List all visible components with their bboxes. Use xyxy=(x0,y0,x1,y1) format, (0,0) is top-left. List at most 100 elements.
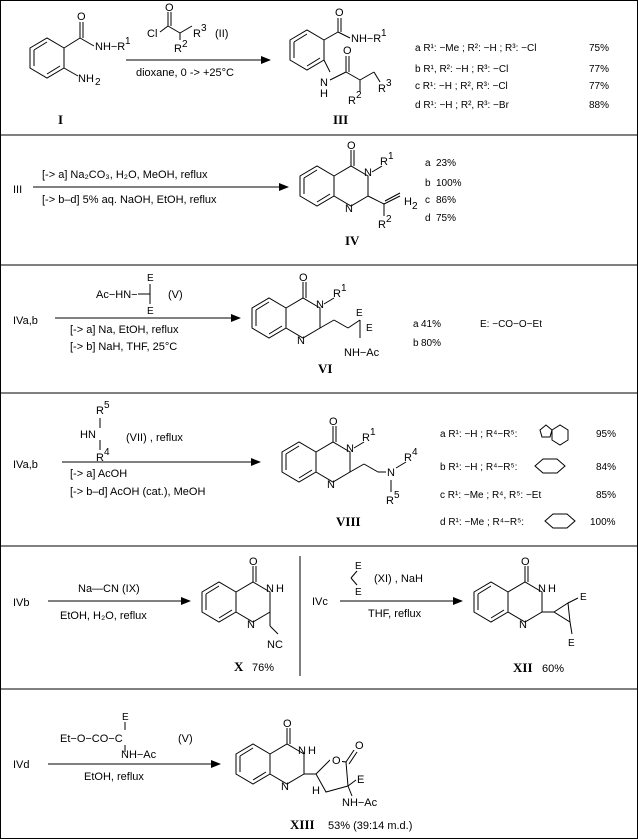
svg-text:H: H xyxy=(312,785,320,797)
conditions-4b: [-> b–d] AcOH (cat.), MeOH xyxy=(70,486,205,498)
yield-value: 23% xyxy=(436,158,456,169)
svg-text:N: N xyxy=(346,443,354,455)
svg-text:N: N xyxy=(281,781,289,793)
conditions-6: THF, reflux xyxy=(368,608,422,620)
svg-text:2: 2 xyxy=(356,90,362,101)
reagent-label-V-2: (V) xyxy=(178,733,193,745)
svg-text:R: R xyxy=(193,28,201,40)
start-IVd: IVd xyxy=(13,759,30,771)
yield-value: 85% xyxy=(596,490,616,501)
start-IVb: IVb xyxy=(13,597,30,609)
label-IV: IV xyxy=(345,233,360,248)
reagent-label-XI: (XI) , NaH xyxy=(374,573,423,585)
svg-text:R: R xyxy=(386,495,394,507)
svg-text:N: N xyxy=(327,479,335,491)
svg-text:O: O xyxy=(332,755,341,767)
reagent-V: Ac−HN− E E (V) xyxy=(96,273,183,317)
svg-text:O: O xyxy=(335,7,344,19)
yield-label: c R¹: −Me ; R⁴, R⁵: −Et xyxy=(440,490,541,501)
svg-text:R: R xyxy=(348,95,356,107)
svg-text:N: N xyxy=(298,745,306,757)
svg-text:H: H xyxy=(548,583,556,595)
svg-text:E: E xyxy=(356,308,363,319)
svg-text:NH−R: NH−R xyxy=(95,41,125,53)
reagent-label-VII: (VII) , reflux xyxy=(126,432,183,444)
yield-value: 88% xyxy=(589,100,609,111)
cyclohexane-ring-icon xyxy=(544,513,576,529)
reagent-XI: E E (XI) , NaH xyxy=(350,561,423,598)
svg-text:E: E xyxy=(147,273,154,284)
svg-text:E: E xyxy=(122,712,129,723)
svg-text:H: H xyxy=(404,196,412,208)
svg-text:O: O xyxy=(283,718,292,730)
conditions-7: EtOH, reflux xyxy=(84,771,144,783)
yield-X: 76% xyxy=(252,662,274,674)
conditions-2b: [-> b–d] 5% aq. NaOH, EtOH, reflux xyxy=(42,194,217,206)
svg-text:5: 5 xyxy=(104,400,110,411)
svg-text:N: N xyxy=(387,467,395,479)
svg-text:E: E xyxy=(355,587,362,598)
svg-text:N: N xyxy=(538,583,546,595)
yield-value: 84% xyxy=(596,462,616,473)
svg-text:4: 4 xyxy=(412,447,418,458)
svg-text:Cl: Cl xyxy=(147,28,157,40)
svg-text:E: E xyxy=(357,774,364,786)
yields-row-2: a 23% b 100% c 86% d 75% xyxy=(425,158,462,224)
svg-text:N: N xyxy=(345,203,353,215)
svg-text:3: 3 xyxy=(386,78,392,89)
svg-text:Et−O−CO−C: Et−O−CO−C xyxy=(60,733,123,745)
svg-text:E: E xyxy=(568,638,575,649)
svg-text:NH−Ac: NH−Ac xyxy=(344,347,380,359)
yield-value: 75% xyxy=(436,213,456,224)
yield-label: b xyxy=(425,178,431,189)
yield-label: b xyxy=(413,338,419,349)
yield-label: a xyxy=(425,158,431,169)
reagent-label-II: (II) xyxy=(215,28,228,40)
svg-text:R: R xyxy=(378,219,386,231)
svg-text:O: O xyxy=(77,11,86,23)
svg-text:4: 4 xyxy=(104,447,110,458)
svg-text:HN: HN xyxy=(80,429,96,441)
svg-text:O: O xyxy=(165,2,174,14)
yields-row-3: a 41% b 80% E: −CO−O−Et xyxy=(413,319,542,349)
svg-text:2: 2 xyxy=(386,214,392,225)
svg-text:O: O xyxy=(355,740,364,752)
yield-XII: 60% xyxy=(542,663,564,675)
yield-label: d R¹: −Me ; R⁴−R⁵: xyxy=(440,517,524,528)
start-IVab-2: IVa,b xyxy=(13,459,38,471)
yield-value: 75% xyxy=(589,43,609,54)
yield-value: 80% xyxy=(421,338,441,349)
yield-label: b R¹, R²: −H ; R³: −Cl xyxy=(415,64,508,75)
conditions-5: EtOH, H₂O, reflux xyxy=(60,610,147,622)
yield-label: c xyxy=(425,195,430,206)
svg-text:N: N xyxy=(519,619,527,631)
svg-text:NH−R: NH−R xyxy=(351,33,381,45)
label-X: X xyxy=(234,659,244,674)
reagent-V-2: Et−O−CO−C E NH−Ac (V) xyxy=(60,712,193,761)
yield-value: 86% xyxy=(436,195,456,206)
svg-text:R: R xyxy=(378,83,386,95)
start-IVab: IVa,b xyxy=(13,315,38,327)
yields-row-4: a R¹: −H ; R⁴−R⁵: 95% b R¹: −H ; R⁴−R⁵: … xyxy=(440,424,616,529)
svg-text:1: 1 xyxy=(381,28,387,39)
svg-text:1: 1 xyxy=(341,283,347,294)
yield-XIII: 53% (39:14 m.d.) xyxy=(328,820,412,832)
yields-row-1: a R¹: −Me ; R²: −H ; R³: −Cl 75% b R¹, R… xyxy=(415,43,609,111)
yield-label: a xyxy=(413,319,419,330)
svg-text:1: 1 xyxy=(370,427,376,438)
label-XIII: XIII xyxy=(290,817,315,832)
cyclohexane-ring-icon xyxy=(534,458,566,474)
ester-legend: E: −CO−O−Et xyxy=(480,319,542,330)
svg-text:O: O xyxy=(343,45,352,57)
svg-text:N: N xyxy=(266,583,274,595)
svg-text:R: R xyxy=(96,452,104,464)
svg-text:N: N xyxy=(364,167,372,179)
svg-text:R: R xyxy=(333,288,341,300)
svg-text:N: N xyxy=(297,335,305,347)
